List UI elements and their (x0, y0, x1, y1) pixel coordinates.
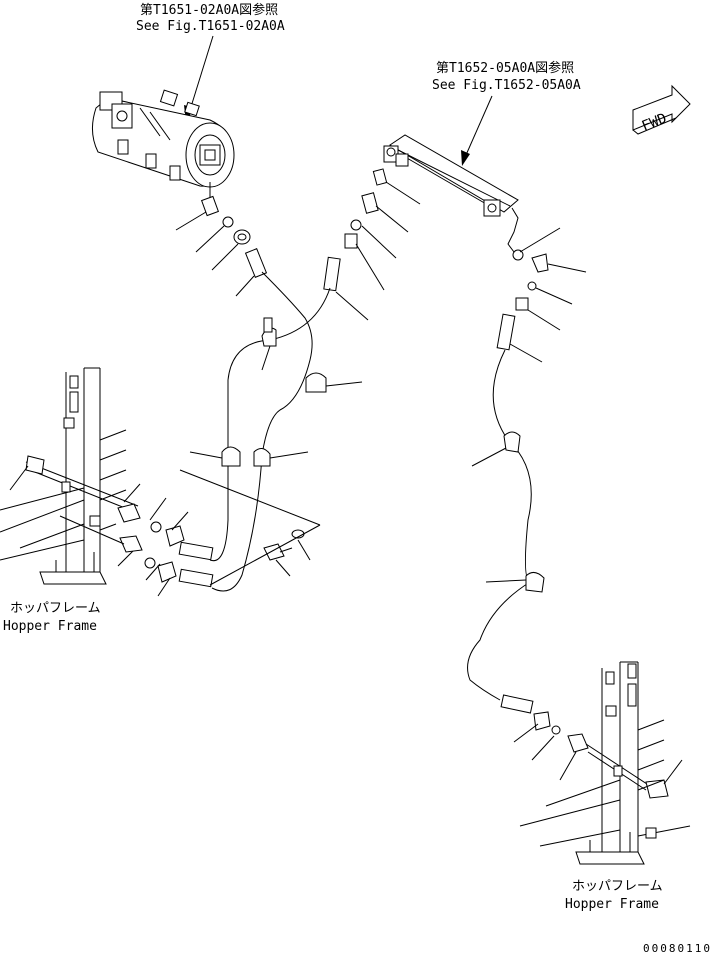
clamp-2 (305, 372, 327, 393)
frame-left-en: Hopper Frame (3, 619, 97, 634)
frame-right-jp: ホッパフレーム (572, 879, 663, 894)
right-far-fittings (496, 249, 549, 351)
ref-top-left-en: See Fig.T1651-02A0A (136, 19, 285, 34)
lower-left-leaders (117, 483, 189, 597)
right-far-leaders (509, 227, 587, 363)
right-center-leaders (335, 181, 421, 321)
left-frame-leaders (9, 465, 29, 491)
clamp-6 (525, 572, 545, 593)
clamp-5 (503, 431, 521, 453)
ref-top-left-jp: 第T1651-02A0A図参照 (140, 2, 278, 18)
hopper-frame-right (519, 661, 691, 865)
ref-top-right-en: See Fig.T1652-05A0A (432, 78, 581, 93)
clamp-4 (253, 448, 271, 467)
ref-top-right-jp: 第T1652-05A0A図参照 (436, 60, 574, 76)
clamp-1 (261, 317, 277, 347)
left-fittings-chain (200, 182, 268, 278)
hose-left-lower (209, 287, 331, 562)
hose-right-long (467, 349, 532, 701)
clamp-leaders (189, 345, 527, 583)
hopper-frame-left (0, 367, 143, 585)
cylinder-unit (383, 134, 519, 253)
frame-right-en: Hopper Frame (565, 897, 659, 912)
frame-left-jp: ホッパフレーム (10, 601, 101, 616)
right-center-fittings (323, 168, 388, 292)
hose-sleeves-lower-left (144, 521, 214, 588)
ref-arrow-right (461, 95, 493, 166)
right-lower-fittings (500, 694, 669, 799)
hose-left-upper (211, 271, 313, 592)
fwd-arrow-icon: FWD (632, 84, 691, 135)
canister-unit (92, 89, 235, 188)
left-leader-lines (175, 211, 255, 297)
clamp-3 (221, 446, 241, 467)
bolt-washer (179, 469, 321, 586)
drawing-number: 00080110 (643, 942, 712, 955)
right-lower-leaders (513, 723, 683, 785)
